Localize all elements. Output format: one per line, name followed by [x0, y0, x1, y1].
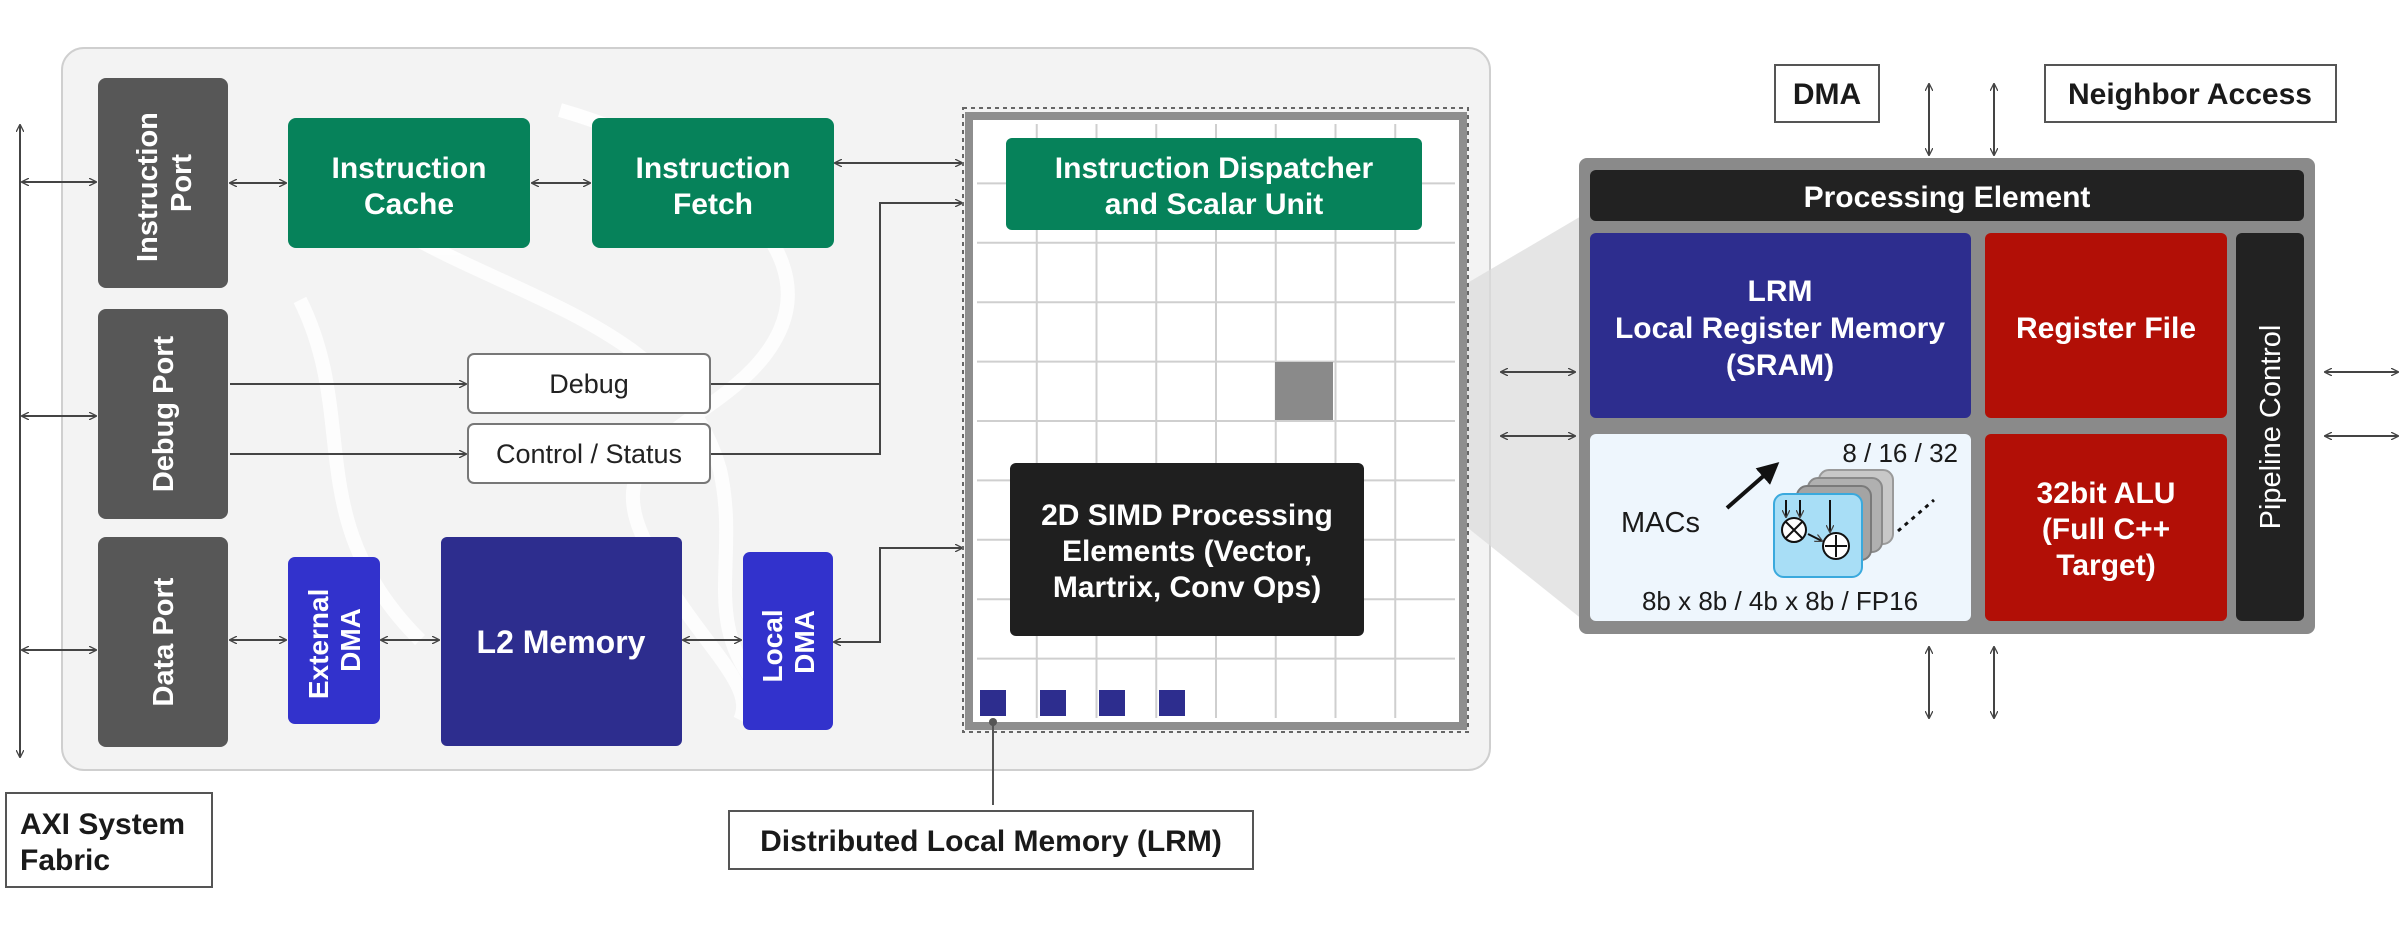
- dispatcher-block: Instruction Dispatcher and Scalar Unit: [1006, 138, 1422, 230]
- debug-port: Debug Port: [98, 309, 228, 519]
- macs-pointer-arrow: [1725, 462, 1780, 510]
- core-dashed-outline: [962, 107, 1469, 733]
- highlighted-pe-cell: [1275, 362, 1333, 420]
- instruction-port-label-1: Instruction: [132, 112, 164, 262]
- instruction-fetch-block: Instruction Fetch: [592, 118, 834, 248]
- data-port-label: Data Port: [148, 577, 180, 706]
- debug-port-label: Debug Port: [148, 336, 180, 493]
- control-to-dispatcher-line: [710, 384, 881, 455]
- local-dma-block: Local DMA: [743, 552, 833, 730]
- simd-label-1: 2D SIMD Processing: [1041, 499, 1333, 532]
- neighbor-access-label-box: Neighbor Access: [2044, 64, 2337, 123]
- macs-bits-label: 8 / 16 / 32: [1842, 438, 1958, 468]
- distributed-lrm-label-box: Distributed Local Memory (LRM): [728, 810, 1254, 870]
- lrm-marker: [1099, 690, 1125, 716]
- instruction-cache-block: Instruction Cache: [288, 118, 530, 248]
- external-dma-label-2: DMA: [335, 608, 366, 672]
- instruction-cache-label-2: Cache: [364, 188, 454, 221]
- macs-block: MACs 8 / 16 / 32 8b x 8b / 4b x 8b / FP1…: [1590, 434, 1971, 621]
- lrm-pointer-dot: [989, 718, 997, 726]
- pe-title: Processing Element: [1804, 181, 2091, 214]
- macs-label: MACs: [1621, 507, 1700, 539]
- external-dma-block: External DMA: [288, 557, 380, 724]
- local-dma-label-2: DMA: [789, 610, 820, 674]
- dispatcher-label-1: Instruction Dispatcher: [1055, 152, 1374, 185]
- external-dma-label-1: External: [303, 589, 334, 700]
- debug-block: Debug: [467, 353, 711, 414]
- register-file-label: Register File: [2016, 312, 2196, 345]
- mac-ellipsis: [1897, 498, 1935, 533]
- lrm-marker: [1040, 690, 1066, 716]
- alu-label-2: (Full C++: [2042, 513, 2170, 546]
- instruction-fetch-label-2: Fetch: [673, 188, 753, 221]
- dispatcher-label-2: and Scalar Unit: [1105, 188, 1323, 221]
- control-status-block: Control / Status: [467, 423, 711, 484]
- axi-label-2: Fabric: [20, 844, 110, 877]
- svg-text:Local DMA: Local DMA: [757, 602, 820, 683]
- lrm-label-3: (SRAM): [1726, 349, 1834, 382]
- pipeline-control-label: Pipeline Control: [2255, 325, 2287, 530]
- lrm-sram-block: LRM Local Register Memory (SRAM): [1590, 233, 1971, 418]
- instruction-cache-label-1: Instruction: [332, 152, 487, 185]
- l2-memory-block: L2 Memory: [441, 537, 682, 746]
- axi-label-box: AXI System Fabric: [5, 792, 213, 888]
- macs-precision-label: 8b x 8b / 4b x 8b / FP16: [1642, 586, 1918, 616]
- dma-label: DMA: [1793, 78, 1861, 111]
- neighbor-access-label: Neighbor Access: [2068, 78, 2312, 111]
- alu-block: 32bit ALU (Full C++ Target): [1985, 434, 2227, 621]
- instruction-fetch-label-1: Instruction: [636, 152, 791, 185]
- data-port: Data Port: [98, 537, 228, 747]
- local-dma-label-1: Local: [757, 609, 788, 682]
- lrm-markers: [980, 690, 1185, 716]
- svg-text:External DMA: External DMA: [303, 581, 366, 699]
- debug-label: Debug: [549, 369, 629, 399]
- alu-label-1: 32bit ALU: [2037, 477, 2176, 510]
- l2-memory-label: L2 Memory: [477, 624, 646, 660]
- svg-text:Instruction Port: Instruction Port: [132, 104, 198, 262]
- axi-label-1: AXI System: [20, 808, 185, 841]
- instruction-port: Instruction Port: [98, 78, 228, 288]
- simd-block: 2D SIMD Processing Elements (Vector, Mar…: [1010, 463, 1364, 636]
- lrm-label-2: Local Register Memory: [1615, 312, 1945, 345]
- simd-label-2: Elements (Vector,: [1062, 535, 1312, 568]
- instruction-port-label-2: Port: [166, 154, 198, 212]
- alu-label-3: Target): [2056, 549, 2155, 582]
- debug-to-dispatcher-line: [710, 203, 962, 385]
- local-dma-to-simd-arrow: [834, 548, 962, 642]
- distributed-lrm-label: Distributed Local Memory (LRM): [760, 825, 1222, 858]
- register-file-block: Register File: [1985, 233, 2227, 418]
- processing-element: Processing Element LRM Local Register Me…: [1579, 158, 2315, 634]
- mac-unit: [1773, 493, 1863, 578]
- lrm-marker: [1159, 690, 1185, 716]
- lrm-marker: [980, 690, 1006, 716]
- simd-label-3: Martrix, Conv Ops): [1053, 571, 1321, 604]
- lrm-label-1: LRM: [1748, 275, 1813, 308]
- control-status-label: Control / Status: [496, 439, 682, 469]
- dma-label-box: DMA: [1774, 64, 1880, 123]
- pipeline-control-block: Pipeline Control: [2236, 233, 2304, 621]
